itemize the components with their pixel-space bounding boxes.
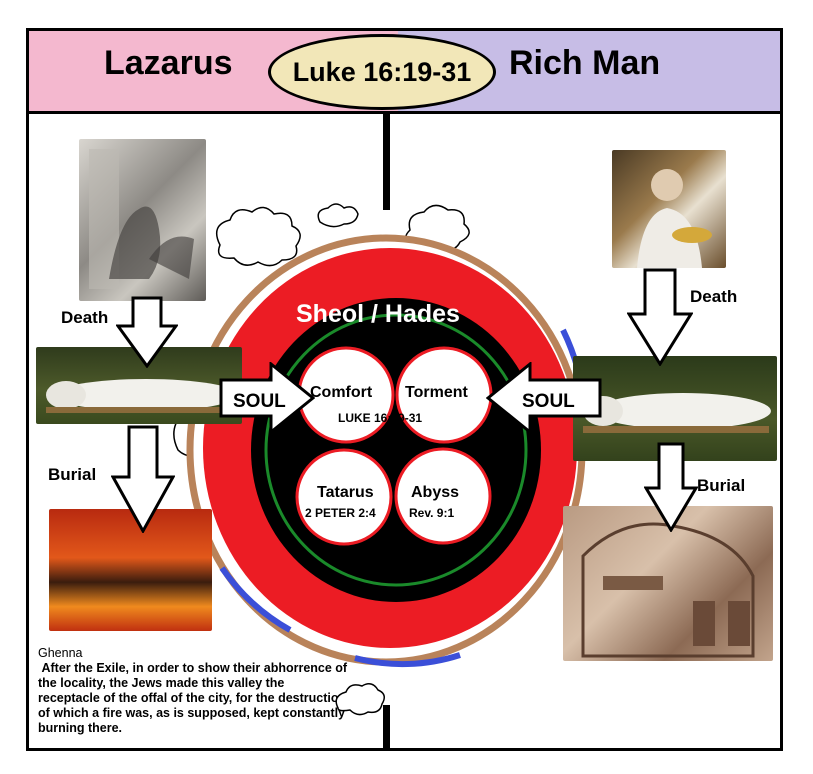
down-arrow-icon — [644, 442, 698, 532]
right-arrow-icon — [219, 362, 315, 434]
center-divider-bottom — [383, 705, 390, 751]
torment-label: Torment — [405, 384, 468, 401]
rich-man-title: Rich Man — [509, 44, 661, 82]
rich-man-soul-label: SOUL — [522, 391, 575, 412]
rich-man-death-label: Death — [690, 287, 738, 306]
rich-man-burial-label: Burial — [697, 476, 746, 495]
scripture-reference-oval: Luke 16:19-31 — [268, 34, 496, 110]
down-arrow-icon — [111, 425, 175, 533]
ghenna-fire-image — [49, 509, 212, 631]
abyss-circle — [394, 447, 492, 545]
sheol-title: Sheol / Hades — [296, 300, 460, 328]
sheol-diagram — [173, 203, 586, 668]
tatarus-circle — [295, 448, 393, 546]
left-arrow-icon — [486, 362, 602, 434]
down-arrow-icon — [627, 268, 693, 366]
down-arrow-icon — [116, 296, 178, 368]
lazarus-shroud-image — [36, 347, 242, 424]
tatarus-reference: 2 PETER 2:4 — [305, 506, 376, 520]
tomb-burial-image — [563, 506, 773, 661]
cloud-icon — [335, 683, 385, 716]
ghenna-caption-title: Ghenna — [38, 646, 83, 660]
diagram-frame — [26, 111, 783, 751]
rich-man-image — [612, 150, 726, 268]
lazarus-burial-label: Burial — [48, 465, 97, 484]
comfort-label: Comfort — [310, 384, 373, 401]
ghenna-caption: Ghenna After the Exile, in order to show… — [38, 646, 348, 736]
ghenna-caption-text: After the Exile, in order to show their … — [38, 661, 348, 735]
abyss-label: Abyss — [411, 484, 460, 501]
comfort-reference: LUKE 16:19-31 — [338, 411, 423, 425]
rich-man-shroud-image — [573, 356, 777, 461]
lazarus-engraving-image — [79, 139, 206, 301]
center-divider-top — [383, 112, 390, 210]
tatarus-label: Tatarus — [317, 484, 374, 501]
lazarus-title: Lazarus — [104, 44, 233, 82]
abyss-reference: Rev. 9:1 — [409, 506, 455, 520]
lazarus-death-label: Death — [61, 308, 109, 327]
lazarus-soul-label: SOUL — [233, 391, 286, 412]
